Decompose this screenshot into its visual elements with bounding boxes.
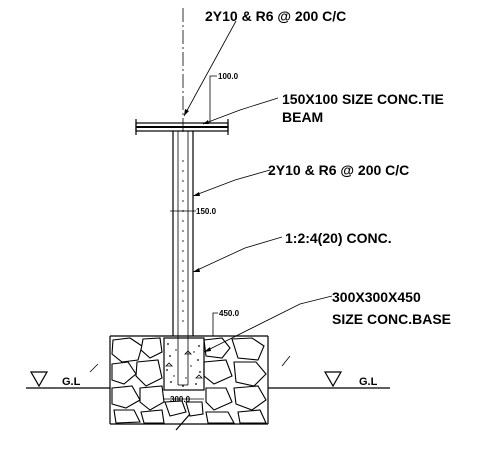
gl-label-right: G.L <box>359 376 378 388</box>
callout-concrete-mix: 1:2:4(20) CONC. <box>285 230 392 246</box>
gl-label-left: G.L <box>62 376 81 388</box>
tie-beam <box>135 119 229 135</box>
dim-base-width-label: 300.0 <box>170 395 191 404</box>
callout-top-rebar: 2Y10 & R6 @ 200 C/C <box>205 8 346 24</box>
callout-mid-rebar: 2Y10 & R6 @ 200 C/C <box>268 162 409 178</box>
rubble-pit <box>109 335 269 425</box>
gl-symbol-right: G.L <box>323 371 378 388</box>
post <box>172 131 194 385</box>
dim-beam-depth: 100.0 <box>209 72 239 123</box>
callout-tie-beam-line2: BEAM <box>282 109 323 125</box>
gl-symbol-left: G.L <box>29 371 82 389</box>
dim-base-depth: 450.0 <box>212 309 240 336</box>
leader-lines <box>183 20 333 353</box>
dim-post-width: 150.0 <box>170 207 217 216</box>
callout-base-line1: 300X300X450 <box>332 289 421 305</box>
callout-tie-beam-line1: 150X100 SIZE CONC.TIE <box>282 91 444 107</box>
rubble-stones <box>111 337 267 424</box>
break-line-bottom <box>175 413 191 431</box>
break-mark-right <box>281 355 291 367</box>
dim-post-width-label: 150.0 <box>196 207 217 216</box>
callout-base-line2: SIZE CONC.BASE <box>332 311 451 327</box>
concrete-base <box>163 337 205 391</box>
dim-beam-depth-label: 100.0 <box>218 72 239 81</box>
break-mark-left <box>89 363 99 373</box>
dim-base-width: 300.0 <box>163 395 204 404</box>
dim-base-depth-label: 450.0 <box>219 309 240 318</box>
